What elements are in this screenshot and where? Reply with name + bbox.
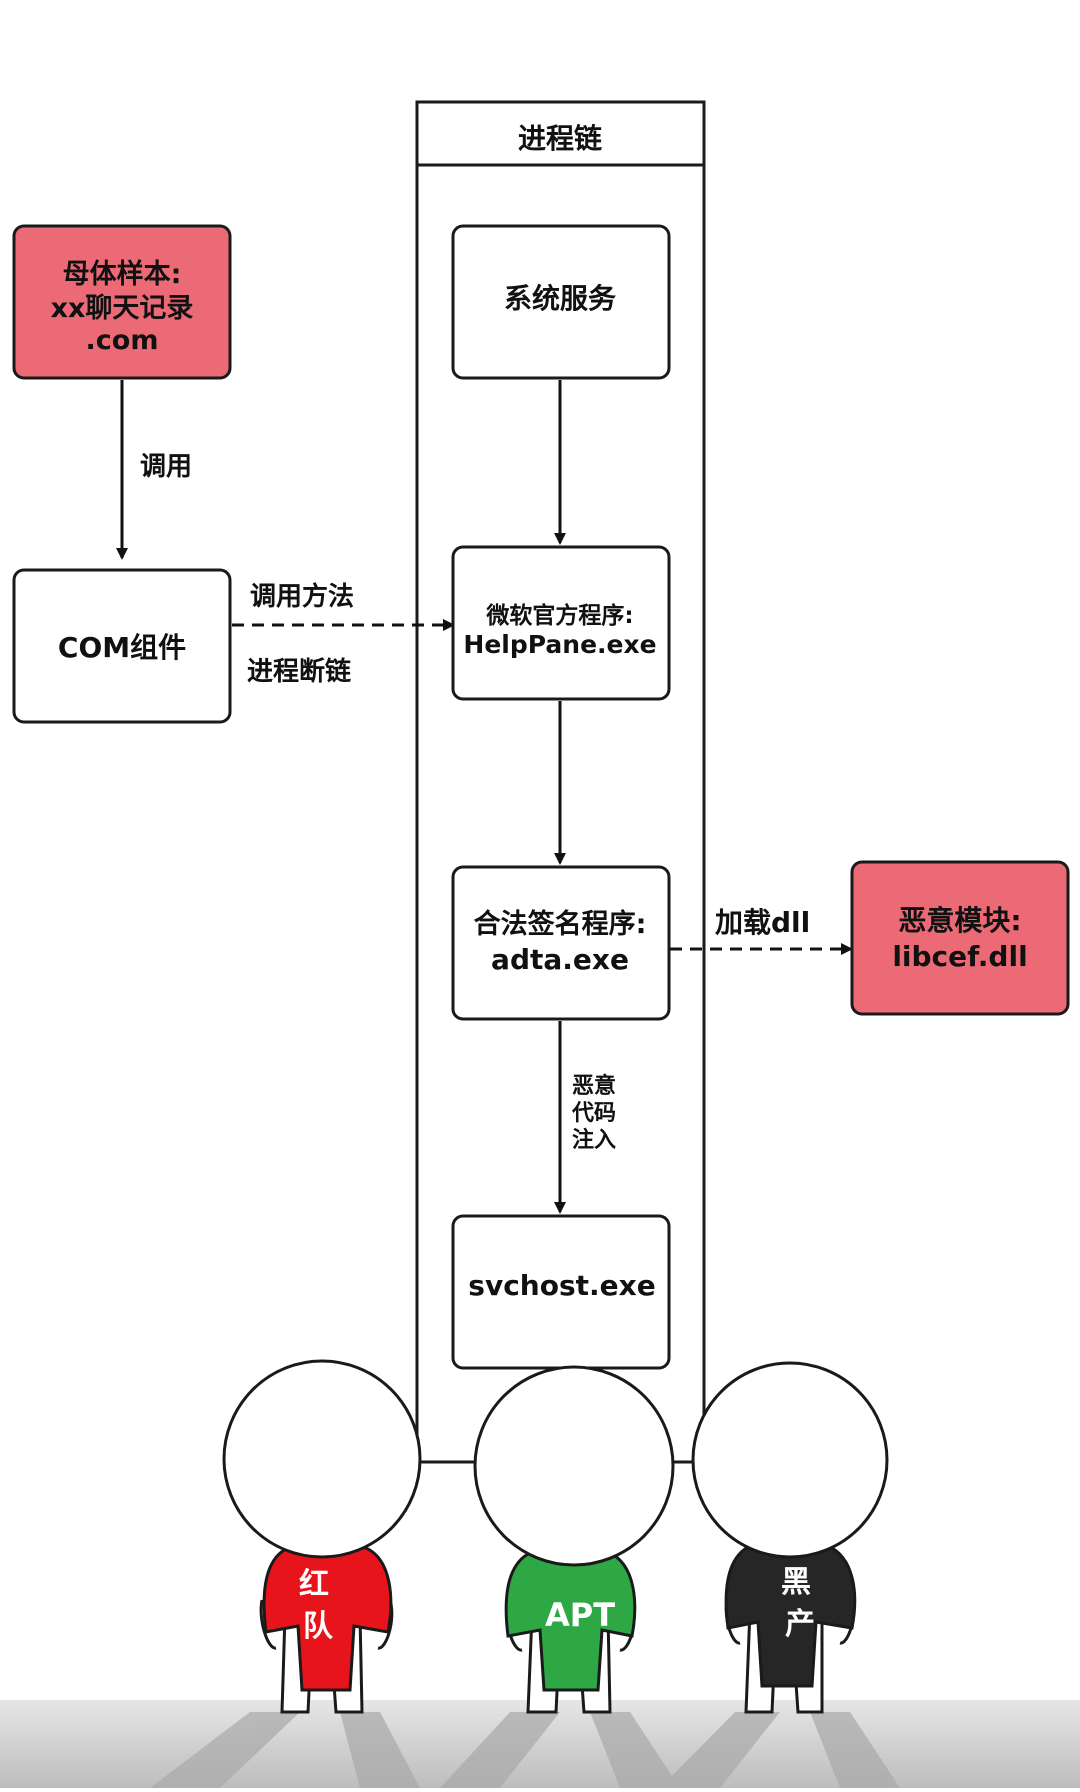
edge-chain-break-label: 进程断链	[247, 656, 351, 687]
node-parent-sample-line-2: xx聊天记录	[51, 293, 194, 324]
node-libcef[interactable]: 恶意模块: libcef.dll	[850, 860, 1070, 1016]
node-helppane-line-2: HelpPane.exe	[463, 630, 656, 659]
character-apt: APT	[473, 1365, 675, 1714]
character-red-team: 红 队	[222, 1359, 422, 1714]
edges: 调用 调用方法 进程断链 加载dll 恶意 代码 注入	[116, 380, 853, 1214]
black-market-shirt-char-1: 黑	[781, 1565, 811, 1600]
node-com-component[interactable]: COM组件	[12, 568, 232, 724]
node-com-component-label: COM组件	[58, 631, 186, 664]
node-libcef-line-2: libcef.dll	[892, 940, 1027, 973]
node-parent-sample[interactable]: 母体样本: xx聊天记录 .com	[12, 224, 232, 380]
edge-inject-line-1: 恶意	[572, 1073, 616, 1099]
node-adta[interactable]: 合法签名程序: adta.exe	[451, 865, 671, 1021]
edge-inject-line-3: 注入	[572, 1127, 616, 1153]
swimlane-title: 进程链	[518, 122, 602, 155]
node-svchost[interactable]: svchost.exe	[451, 1214, 671, 1370]
node-parent-sample-line-1: 母体样本:	[63, 258, 182, 290]
character-black-market: 黑 产	[691, 1361, 889, 1714]
apt-shirt-text: APT	[545, 1596, 615, 1634]
node-svchost-label: svchost.exe	[468, 1269, 655, 1302]
node-helppane[interactable]: 微软官方程序: HelpPane.exe	[451, 545, 671, 701]
red-team-shirt-char-2: 队	[303, 1609, 334, 1644]
node-system-service[interactable]: 系统服务	[451, 224, 671, 380]
red-team-shirt-char-1: 红	[299, 1567, 329, 1602]
node-parent-sample-line-3: .com	[86, 325, 159, 356]
floor-shadows	[150, 1712, 900, 1788]
edge-inject-label: 恶意 代码 注入	[571, 1073, 616, 1153]
edge-call-label: 调用	[140, 452, 192, 482]
node-libcef-line-1: 恶意模块:	[898, 904, 1021, 937]
edge-load-dll-label: 加载dll	[715, 906, 810, 939]
black-market-shirt-char-2: 产	[785, 1607, 815, 1642]
node-helppane-line-1: 微软官方程序:	[485, 602, 633, 629]
node-adta-line-2: adta.exe	[491, 943, 629, 976]
node-system-service-label: 系统服务	[504, 282, 616, 315]
edge-call-method-label: 调用方法	[250, 581, 354, 612]
node-adta-line-1: 合法签名程序:	[474, 908, 647, 940]
edge-inject-line-2: 代码	[571, 1101, 616, 1126]
